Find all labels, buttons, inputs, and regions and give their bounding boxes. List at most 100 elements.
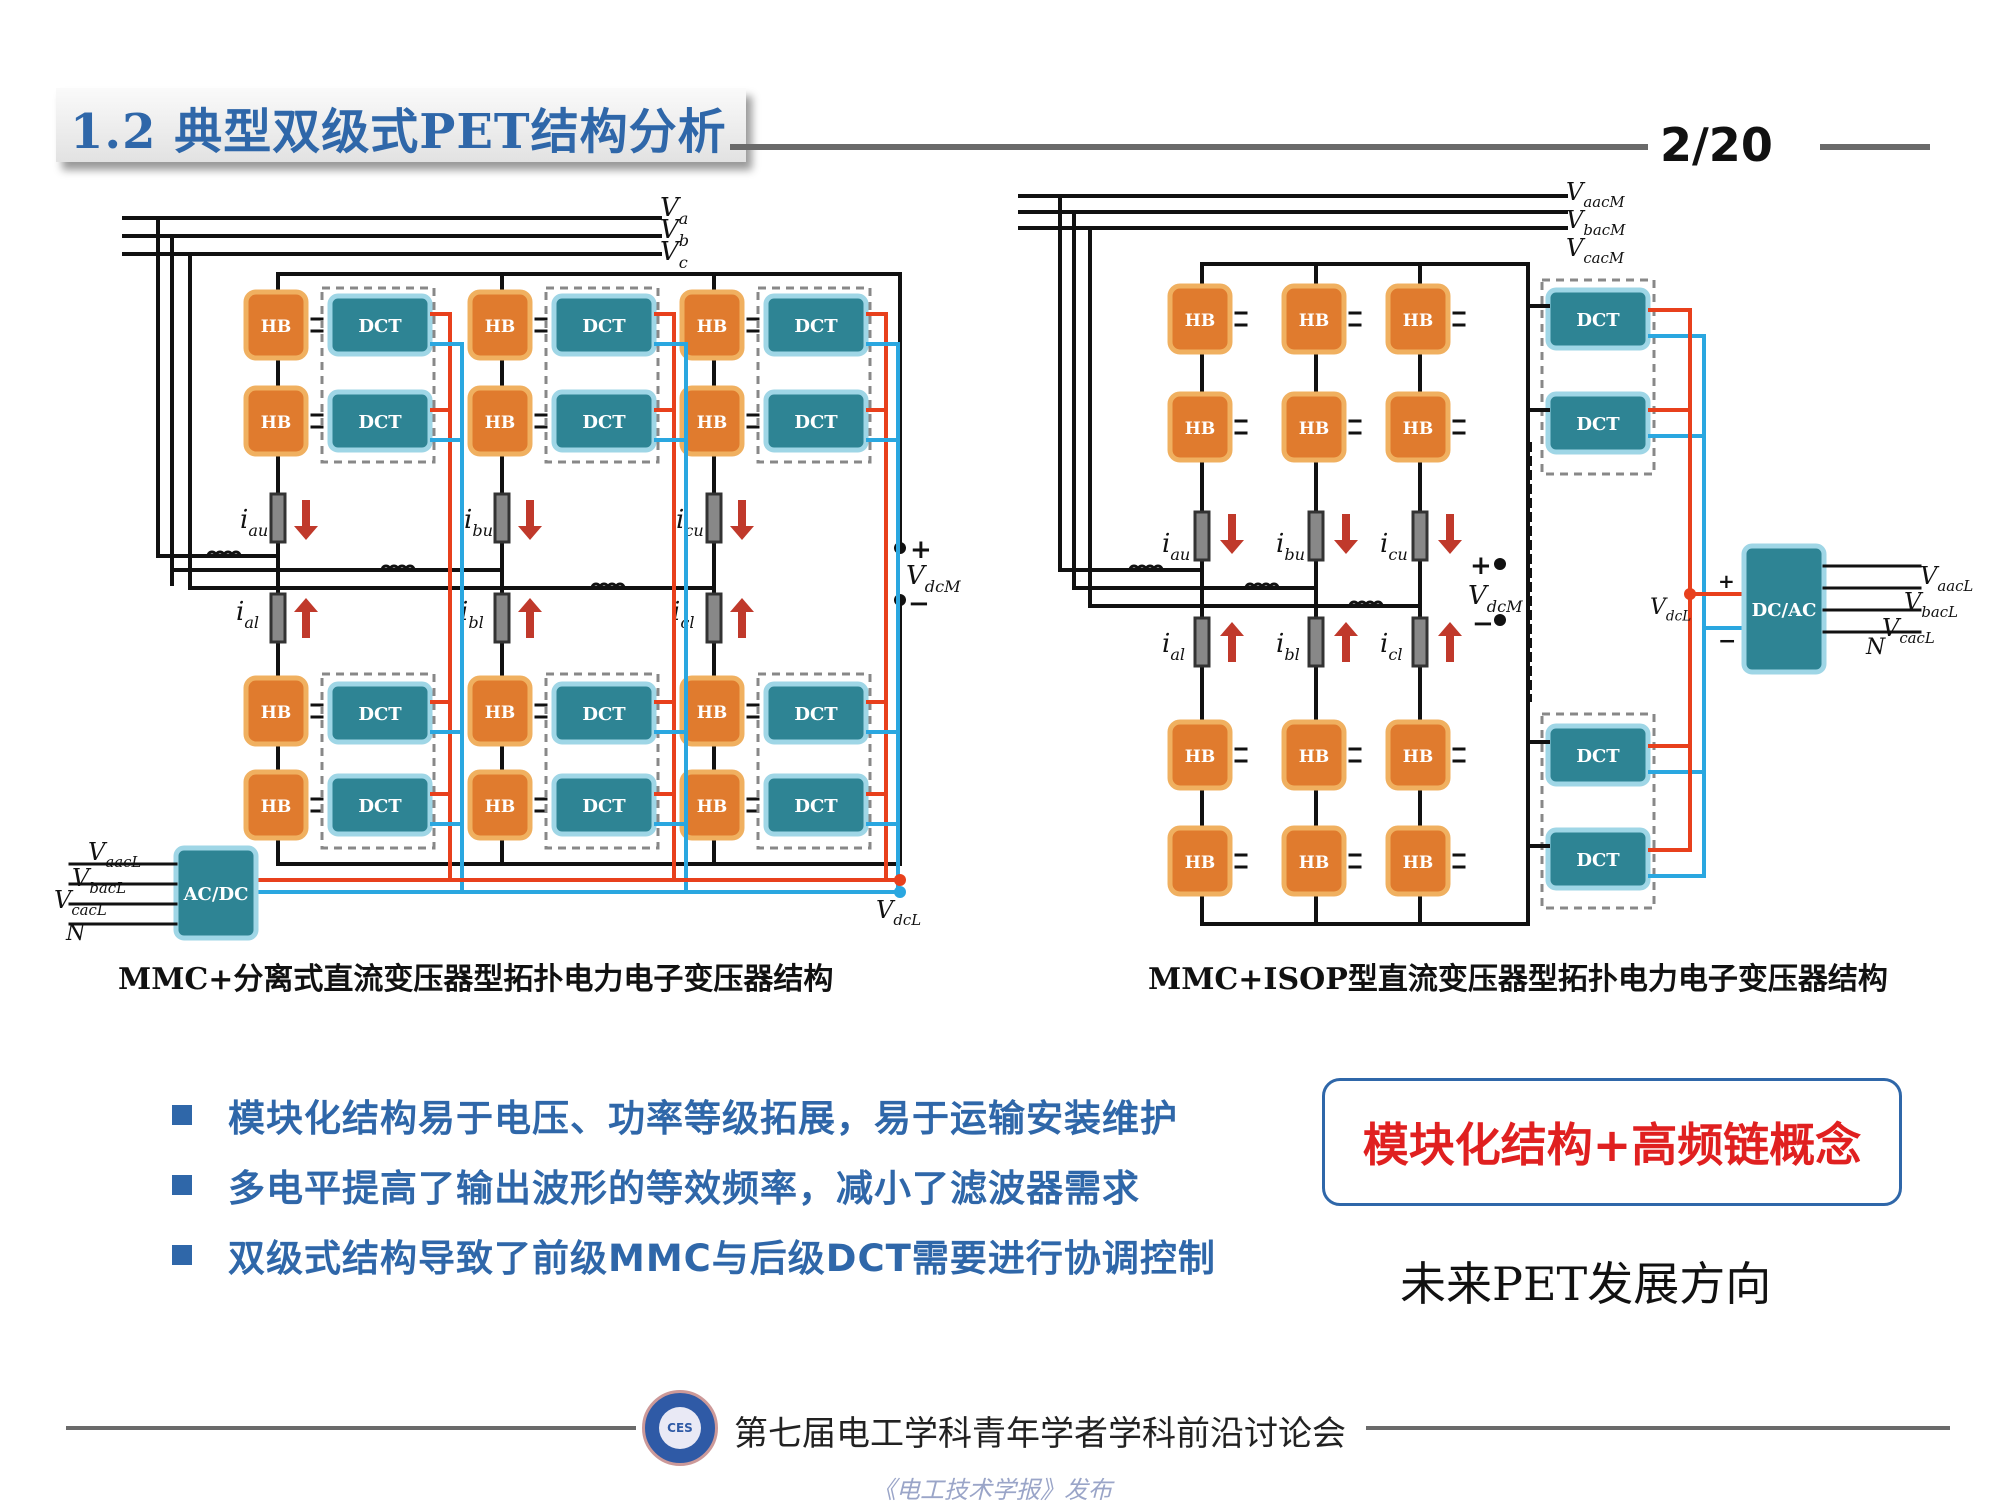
dct-label: DCT (794, 796, 838, 817)
blue-dc-wire (430, 730, 464, 892)
current-arrow-up-icon (294, 598, 318, 638)
dct-module (327, 773, 433, 837)
dct-group-box (1540, 712, 1656, 910)
hb-module (467, 385, 533, 457)
current-label-upper: iau (240, 505, 268, 540)
bullet-item: 模块化结构易于电压、功率等级拓展，易于运输安装维护 (172, 1080, 1216, 1150)
hb-module (1281, 825, 1347, 897)
bullet-square-icon (172, 1105, 192, 1125)
arm-inductor (269, 492, 287, 544)
dct-label: DCT (358, 704, 402, 725)
dct-label: DCT (582, 704, 626, 725)
low-ac-label-c: VcacL (1882, 614, 1935, 647)
bullet-list: 模块化结构易于电压、功率等级拓展，易于运输安装维护 多电平提高了输出波形的等效频… (172, 1080, 1216, 1290)
minus-sign: − (1472, 609, 1494, 639)
dct-module (327, 293, 433, 357)
ces-logo-icon: CES (642, 1390, 718, 1466)
plus-sign: + (910, 535, 932, 565)
hb-module (679, 675, 745, 747)
hb-label: HB (485, 703, 515, 723)
ldc-terminal-positive (894, 874, 906, 886)
current-arrow-down-icon (294, 500, 318, 540)
neutral-label: N (1865, 635, 1886, 660)
highlight-text: 模块化结构+高频链概念 (1362, 1118, 1862, 1172)
blue-dc-wire (430, 342, 464, 892)
dcac-label: DC/AC (1752, 600, 1817, 621)
hb-label: HB (697, 317, 727, 337)
red-dc-wire (654, 700, 676, 880)
bullet-item: 多电平提高了输出波形的等效频率，减小了滤波器需求 (172, 1150, 1216, 1220)
low-ac-label-a: VaacL (88, 838, 141, 871)
publisher-note: 《电工技术学报》发布 (872, 1476, 1112, 1504)
hb-label: HB (1403, 311, 1433, 331)
dct-module (763, 681, 869, 745)
arm-inductor (1193, 510, 1211, 562)
current-label-upper: iau (1162, 529, 1190, 564)
current-arrow-down-icon (1334, 514, 1358, 554)
hb-module (467, 769, 533, 841)
dct-label: DCT (358, 796, 402, 817)
current-arrow-up-icon (518, 598, 542, 638)
minus-sign: − (1718, 628, 1736, 654)
hb-module (1385, 283, 1451, 355)
dct-label: DCT (582, 796, 626, 817)
hb-module (679, 769, 745, 841)
low-ac-label-b: VbacL (1904, 588, 1958, 621)
dct-label: DCT (794, 704, 838, 725)
red-dc-wire (430, 700, 452, 880)
minus-sign: − (908, 589, 930, 619)
hb-module (243, 385, 309, 457)
arm-inductor (1411, 510, 1429, 562)
arm-inductor (1411, 616, 1429, 668)
ac-label-c: Vc (660, 237, 688, 272)
current-label-upper: icu (676, 505, 704, 540)
dct-module (327, 389, 433, 453)
current-arrow-down-icon (1220, 514, 1244, 554)
hb-label: HB (1185, 311, 1215, 331)
hb-label: HB (1299, 853, 1329, 873)
acdc-module (173, 845, 259, 941)
slide-title: 1.2 典型双级式PET结构分析 (70, 104, 727, 160)
hb-module (679, 289, 745, 361)
hb-module (243, 289, 309, 361)
dc-terminal-positive (1494, 558, 1506, 570)
low-dc-label: VdcL (876, 896, 921, 929)
hb-label: HB (1185, 747, 1215, 767)
current-arrow-up-icon (730, 598, 754, 638)
dct-module (1545, 723, 1651, 787)
dct-group-box (544, 672, 660, 850)
hb-module (467, 289, 533, 361)
arm-inductor (269, 592, 287, 644)
red-dc-wire (866, 700, 888, 880)
hb-module (243, 675, 309, 747)
hb-label: HB (485, 797, 515, 817)
dct-label: DCT (1576, 850, 1620, 871)
dct-group-box (1540, 278, 1656, 476)
dct-group-box (756, 286, 872, 464)
dct-module (551, 293, 657, 357)
dct-module (1545, 391, 1651, 455)
right-caption: MMC+ISOP型直流变压器型拓扑电力电子变压器结构 (1148, 962, 1888, 997)
hb-label: HB (261, 317, 291, 337)
blue-dc-wire (654, 342, 688, 892)
hb-module (1385, 391, 1451, 463)
current-label-upper: ibu (1276, 529, 1305, 564)
hb-module (243, 769, 309, 841)
hb-label: HB (1185, 853, 1215, 873)
dct-module (1545, 287, 1651, 351)
ac-inductor (590, 582, 626, 589)
low-ac-label-a: VaacL (1920, 562, 1973, 595)
red-dc-wire (430, 312, 452, 880)
ac-label-a: VaacM (1566, 178, 1625, 211)
dct-module (551, 773, 657, 837)
hb-label: HB (1299, 419, 1329, 439)
hb-module (1167, 825, 1233, 897)
hb-label: HB (485, 413, 515, 433)
current-arrow-down-icon (518, 500, 542, 540)
dct-module (763, 293, 869, 357)
ac-inductor (1348, 600, 1384, 607)
dct-label: DCT (1576, 414, 1620, 435)
ac-label-c: VcacM (1566, 234, 1625, 267)
dct-label: DCT (794, 316, 838, 337)
